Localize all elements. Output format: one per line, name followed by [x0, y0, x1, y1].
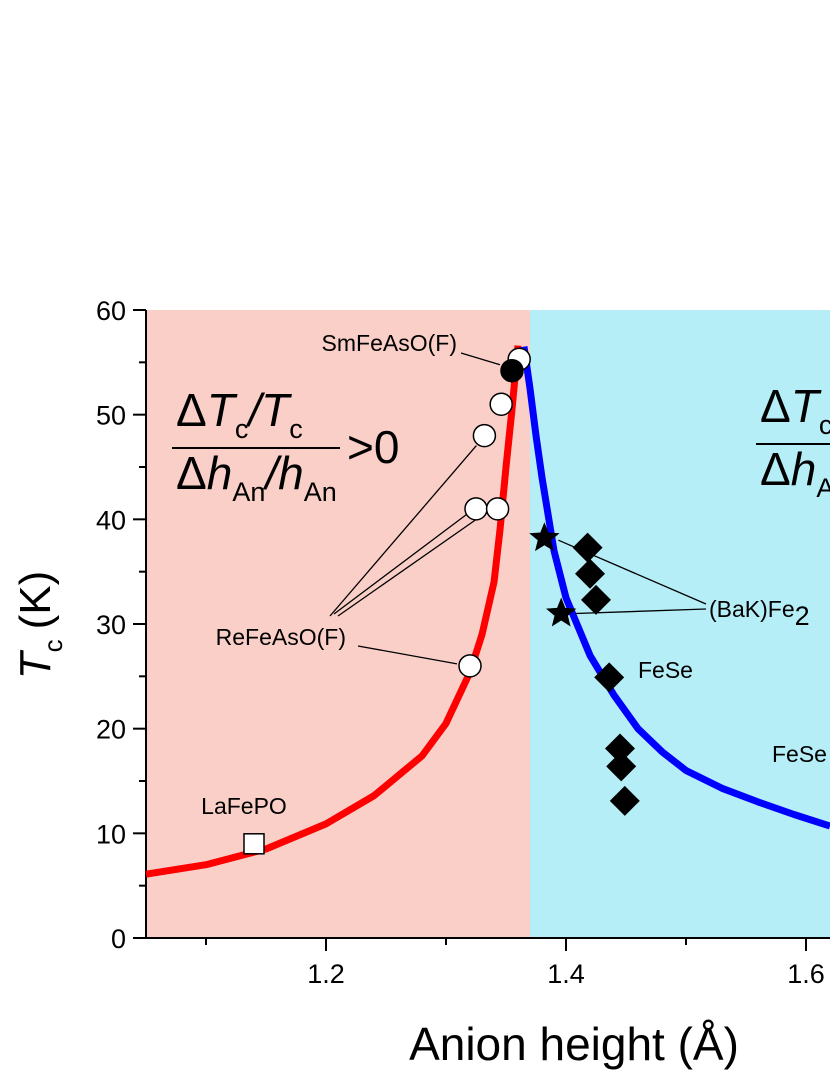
- formula-left-t2: T: [261, 384, 292, 436]
- leader-line: [333, 514, 467, 615]
- formula-left: ΔTc/Tc ΔhAn/hAn >0: [172, 384, 399, 507]
- y-tick-label: 40: [96, 505, 126, 535]
- formula-right-a: A: [816, 473, 830, 503]
- y-tick-label: 60: [96, 296, 126, 326]
- annotation-bak-subscript: 2: [795, 601, 810, 631]
- data-markers: [243, 347, 640, 855]
- marker-diamond: [609, 785, 640, 816]
- marker-diamond: [606, 751, 637, 782]
- leader-line: [337, 512, 486, 617]
- y-axis-title-t: T: [11, 649, 60, 679]
- marker-open-circle: [458, 654, 482, 678]
- formula-right-numerator: ΔTc: [760, 380, 830, 440]
- marker-diamond: [572, 532, 603, 563]
- formula-left-relation: >0: [347, 421, 399, 473]
- marker-open-square: [243, 833, 265, 855]
- formula-left-slash2: /: [262, 447, 282, 499]
- annotation-bak: (BaK)Fe2: [709, 596, 810, 631]
- formula-right-denominator: ΔhA: [760, 443, 830, 503]
- y-tick-label: 0: [111, 924, 126, 954]
- x-tick-label: 1.6: [787, 959, 825, 989]
- background-regions: [146, 310, 830, 938]
- curves: [145, 345, 830, 878]
- annotation-refeasof: ReFeAsO(F): [216, 624, 346, 650]
- formula-right-t: T: [791, 380, 822, 432]
- y-tick-label: 10: [96, 819, 126, 849]
- formula-right-delta: Δ: [760, 380, 791, 432]
- x-tick-label: 1.2: [307, 959, 345, 989]
- annotation-fese: FeSe: [638, 657, 693, 683]
- formula-left-h2: h: [278, 447, 304, 499]
- marker-open-circle: [485, 497, 510, 521]
- annotation-fese-2: FeSe: [772, 741, 827, 767]
- annotation-lafepo: LaFePO: [201, 793, 287, 819]
- formula-right-h: h: [791, 443, 817, 495]
- formula-left-numerator: ΔTc/Tc: [176, 384, 303, 444]
- marker-open-circle: [489, 392, 513, 416]
- formula-right-delta2: Δ: [760, 443, 791, 495]
- y-tick-label: 50: [96, 401, 126, 431]
- y-axis-title-sub: c: [38, 639, 68, 652]
- formula-left-slash: /: [245, 384, 265, 436]
- formula-left-delta: Δ: [176, 384, 207, 436]
- leader-line: [329, 445, 477, 617]
- formula-left-c2: c: [289, 414, 303, 444]
- annotation-smfeasof: SmFeAsO(F): [322, 330, 457, 356]
- y-tick-label: 20: [96, 715, 126, 745]
- leader-line: [460, 352, 501, 366]
- marker-open-circle: [464, 497, 488, 521]
- marker-diamond: [581, 584, 611, 615]
- y-axis-title-unit: (K): [11, 571, 60, 630]
- formula-left-t: T: [207, 384, 238, 436]
- marker-diamond: [575, 558, 605, 589]
- marker-star: [546, 597, 577, 627]
- formula-left-delta2: Δ: [176, 447, 207, 499]
- annotation-leader-lines: [329, 352, 707, 665]
- marker-open-circle: [472, 423, 497, 448]
- formula-left-h: h: [207, 447, 233, 499]
- x-tick-label: 1.4: [547, 959, 585, 989]
- curve-1: [520, 346, 830, 830]
- y-axis-title: Tc (K): [11, 571, 68, 680]
- formula-right-c: c: [819, 410, 830, 440]
- formula-left-c: c: [235, 414, 249, 444]
- marker-diamond: [605, 733, 635, 764]
- annotation-bak-main: (BaK)Fe: [709, 596, 795, 622]
- leader-line: [357, 645, 458, 665]
- axes: 0 10 20 30 40 50 60 1.2 1.4 1.6: [96, 296, 830, 989]
- region-0: [146, 310, 530, 938]
- y-tick-label: 30: [96, 610, 126, 640]
- marker-diamond: [594, 662, 625, 693]
- x-axis-title: Anion height (Å): [409, 1018, 739, 1070]
- curve-0: [145, 345, 522, 878]
- marker-filled-circle: [500, 358, 524, 383]
- formula-left-an2: An: [304, 477, 337, 507]
- marker-star: [529, 522, 560, 552]
- formula-left-denominator: ΔhAn/hAn: [176, 447, 337, 507]
- formula-right: ΔTc ΔhA: [756, 380, 830, 503]
- formula-left-an: An: [232, 477, 265, 507]
